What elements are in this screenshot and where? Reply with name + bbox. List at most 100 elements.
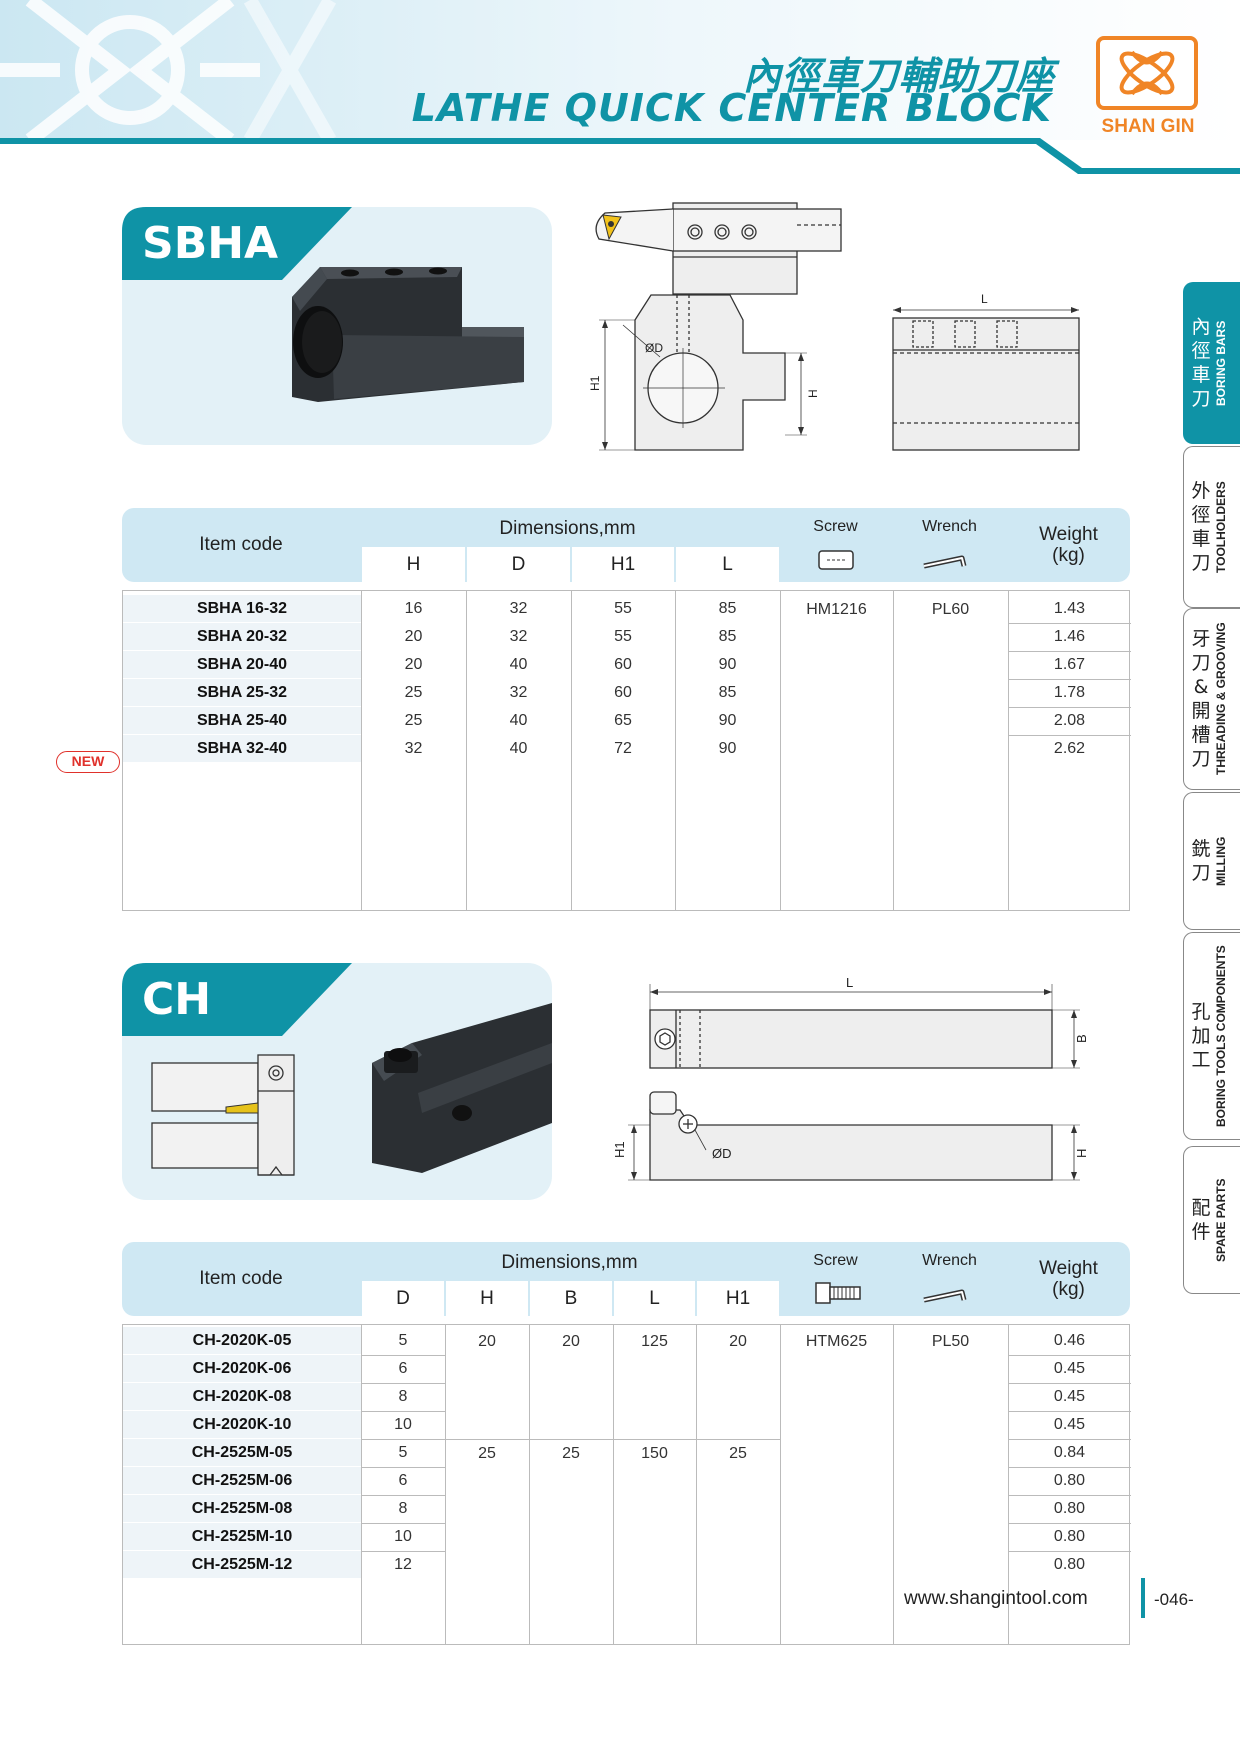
sbha-row-code: SBHA 25-32 xyxy=(123,679,361,707)
ch-col-h: H xyxy=(444,1281,528,1316)
ch-group-rule xyxy=(445,1439,780,1440)
ch-label-d: ØD xyxy=(712,1146,732,1161)
sbha-tag-shape xyxy=(122,207,352,280)
ch-group-a-b: 20 xyxy=(562,1333,580,1350)
sbha-weight-rule xyxy=(1008,735,1131,736)
ch-cell-w: 0.80 xyxy=(1053,1528,1086,1545)
brand-name: SHAN GIN xyxy=(1101,116,1195,137)
sbha-cell-l: 85 xyxy=(718,628,737,645)
sbha-cell-h: 20 xyxy=(404,656,423,673)
ch-row-code: CH-2020K-10 xyxy=(123,1411,361,1439)
sbha-cell-d: 32 xyxy=(509,684,528,701)
sbha-weight-rule xyxy=(1008,707,1131,708)
side-tab-cn-char: 工 xyxy=(1191,1049,1211,1071)
ch-group-a-h: 20 xyxy=(478,1333,496,1350)
sbha-cell-h: 32 xyxy=(404,740,423,757)
ch-d-rule xyxy=(361,1383,445,1384)
sbha-header-weight: Weight xyxy=(1039,524,1098,545)
ch-cell-w: 0.45 xyxy=(1053,1388,1086,1405)
sbha-cell-h1: 55 xyxy=(614,600,632,617)
side-tab-cn-char: 牙 xyxy=(1191,628,1211,650)
ch-tag-shape xyxy=(122,963,352,1036)
sbha-cell-h1: 72 xyxy=(614,740,632,757)
sbha-cell-d: 32 xyxy=(509,628,528,645)
ch-cell-d: 10 xyxy=(394,1416,412,1433)
side-tab-cn-char: 銑 xyxy=(1191,838,1211,860)
ch-column-rule xyxy=(445,1325,446,1644)
sbha-col-h1: H1 xyxy=(570,547,674,582)
side-tab-en-label: MILLING xyxy=(1214,836,1228,886)
brand-logo xyxy=(1096,36,1198,110)
ch-cell-w: 0.84 xyxy=(1053,1444,1086,1461)
sbha-screw-value: HM1216 xyxy=(806,601,867,618)
sbha-cell-h1: 55 xyxy=(614,628,632,645)
sbha-label-d: ØD xyxy=(645,341,663,355)
ch-row-code: CH-2020K-06 xyxy=(123,1355,361,1383)
ch-screw-value: HTM625 xyxy=(805,1333,868,1350)
ch-row-code: CH-2525M-10 xyxy=(123,1523,361,1551)
ch-weight-rule xyxy=(1008,1523,1131,1524)
ch-header-wrench: Wrench xyxy=(922,1252,977,1269)
side-tab-cn-char: 外 xyxy=(1191,480,1211,502)
ch-d-rule xyxy=(361,1551,445,1552)
cap-screw-icon xyxy=(815,1282,861,1304)
side-tab-cn-char: 刀 xyxy=(1191,748,1211,770)
sbha-cell-w: 1.67 xyxy=(1053,656,1086,673)
new-badge: NEW xyxy=(56,751,120,773)
atom-logo-icon xyxy=(1119,50,1175,96)
title-english: LATHE QUICK CENTER BLOCK xyxy=(411,86,1052,130)
title-chinese: 內徑車刀輔助刀座 xyxy=(742,54,1055,98)
sbha-row-code: SBHA 25-40 xyxy=(123,707,361,735)
sbha-cell-w: 1.43 xyxy=(1053,600,1086,617)
ch-column-rule xyxy=(780,1325,781,1644)
sbha-cell-w: 1.78 xyxy=(1053,684,1086,701)
side-tab-cn-char: 開 xyxy=(1191,700,1211,722)
page-number: -046- xyxy=(1154,1590,1194,1609)
ch-col-b: B xyxy=(528,1281,612,1316)
side-tab-cn-char: & xyxy=(1193,676,1209,698)
sbha-cell-w: 2.08 xyxy=(1053,712,1086,729)
ch-header-dimensions: Dimensions,mm xyxy=(501,1252,638,1273)
side-tab-cn-char: 刀 xyxy=(1191,652,1211,674)
side-tab-cn-char: 件 xyxy=(1191,1221,1211,1243)
sbha-block-photo xyxy=(292,267,524,402)
ch-group-b-h1: 25 xyxy=(729,1445,747,1462)
side-tab-cn-char: 孔 xyxy=(1191,1001,1211,1023)
ch-cell-d: 6 xyxy=(398,1360,408,1377)
ch-group-b-l: 150 xyxy=(641,1445,668,1462)
ch-d-rule xyxy=(361,1439,445,1440)
hex-wrench-icon xyxy=(923,555,967,569)
ch-group-a-l: 125 xyxy=(641,1333,668,1350)
ch-column-rule xyxy=(613,1325,614,1644)
sbha-cell-h1: 60 xyxy=(614,656,632,673)
sbha-cell-w: 1.46 xyxy=(1053,628,1086,645)
ch-cell-d: 6 xyxy=(398,1472,408,1489)
sbha-cell-l: 90 xyxy=(718,712,737,729)
ch-technical-drawing: L B H1 H ØD xyxy=(612,975,1089,1181)
side-tab-cn-label: 外徑車刀 xyxy=(1190,447,1212,607)
ch-weight-rule xyxy=(1008,1355,1131,1356)
footer-divider xyxy=(1141,1578,1145,1618)
ch-header-item-code: Item code xyxy=(199,1268,283,1289)
footer-website-link[interactable]: www.shangintool.com xyxy=(904,1588,1088,1609)
sbha-weight-rule xyxy=(1008,623,1131,624)
ch-header-weight-unit: (kg) xyxy=(1052,1279,1085,1300)
sbha-cell-h1: 65 xyxy=(614,712,632,729)
ch-row-code: CH-2525M-06 xyxy=(123,1467,361,1495)
ch-cell-w: 0.80 xyxy=(1053,1556,1086,1573)
ch-cell-w: 0.80 xyxy=(1053,1500,1086,1517)
sbha-spec-table: Item code Dimensions,mm H D H1 L Screw W… xyxy=(122,508,1131,911)
side-tab-cn-label: 牙刀&開槽刀 xyxy=(1190,609,1212,789)
ch-label-l: L xyxy=(846,975,853,990)
ch-weight-rule xyxy=(1008,1551,1131,1552)
ch-d-rule xyxy=(361,1355,445,1356)
page-header: 內徑車刀輔助刀座 LATHE QUICK CENTER BLOCK SHAN G… xyxy=(0,0,1240,175)
side-tab-en-label: THREADING & GROOVING xyxy=(1214,622,1228,776)
